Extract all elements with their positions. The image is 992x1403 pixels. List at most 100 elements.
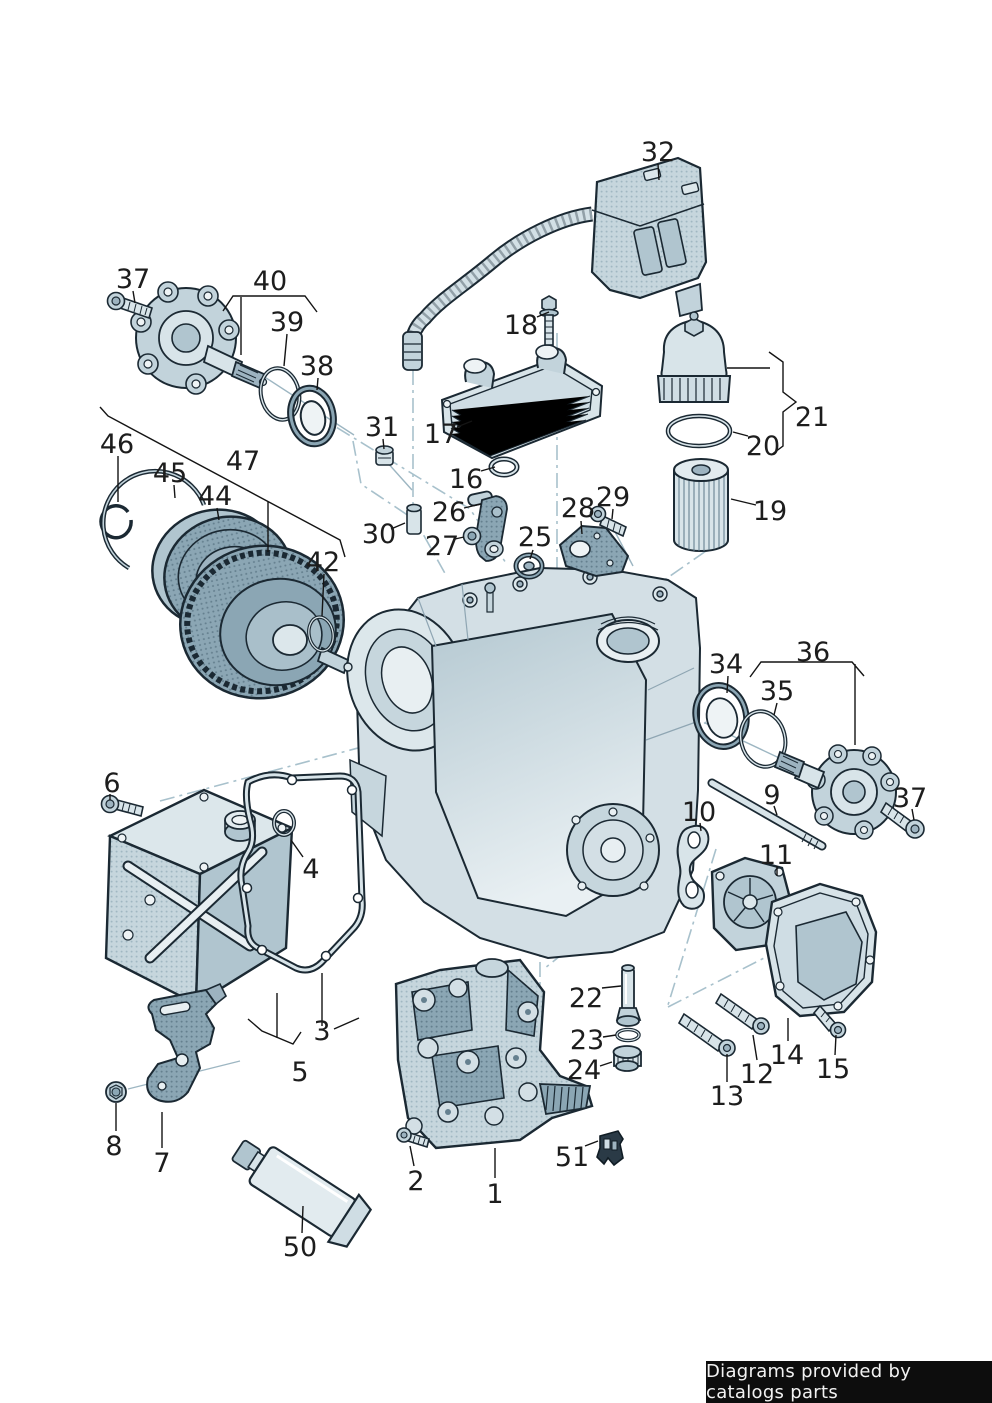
- callout-42[interactable]: 42: [306, 547, 340, 578]
- callout-37[interactable]: 37: [116, 264, 150, 295]
- callout-14[interactable]: 14: [770, 1040, 804, 1071]
- callout-39[interactable]: 39: [270, 307, 304, 338]
- callout-13[interactable]: 13: [710, 1081, 744, 1112]
- callout-1[interactable]: 1: [486, 1179, 503, 1210]
- output-flange-left: [130, 281, 268, 395]
- callout-32[interactable]: 32: [641, 137, 675, 168]
- callout-46[interactable]: 46: [100, 429, 134, 460]
- callout-30[interactable]: 30: [362, 519, 396, 550]
- callout-8[interactable]: 8: [105, 1131, 122, 1162]
- leader-line-45: [173, 484, 176, 499]
- cooler-seal-16: [488, 456, 520, 478]
- callout-35[interactable]: 35: [760, 676, 794, 707]
- leader-line-37: [911, 808, 915, 821]
- mechatronic-unit: [402, 156, 708, 371]
- callout-45[interactable]: 45: [153, 458, 187, 489]
- callout-50[interactable]: 50: [283, 1232, 317, 1263]
- dowel-pin-30: [406, 503, 422, 535]
- leader-line-9: [773, 805, 778, 816]
- callout-11[interactable]: 11: [759, 840, 793, 871]
- flange-bolt-37-right: [879, 801, 925, 839]
- callout-26[interactable]: 26: [432, 497, 466, 528]
- oil-cooler: [440, 344, 604, 460]
- case-end-boss: [566, 803, 660, 897]
- callout-7[interactable]: 7: [153, 1148, 170, 1179]
- bracket-21: [727, 351, 798, 456]
- seal-ring-4: [272, 809, 296, 837]
- leader-line-38: [316, 377, 319, 391]
- leader-line-32: [657, 163, 660, 181]
- callout-36[interactable]: 36: [796, 637, 830, 668]
- leader-line-23: [602, 1034, 617, 1038]
- leader-line-29: [611, 508, 614, 520]
- valve-body-grip: [538, 1083, 592, 1116]
- callout-9[interactable]: 9: [763, 780, 780, 811]
- bracket-40: [222, 295, 318, 355]
- clutch-o-ring-42: [307, 615, 335, 653]
- harness-end-fitting: [402, 331, 423, 371]
- callout-25[interactable]: 25: [518, 522, 552, 553]
- callout-17[interactable]: 17: [424, 419, 458, 450]
- cover-bolt-15: [812, 1004, 847, 1039]
- leader-line-15: [834, 1034, 837, 1056]
- callout-37[interactable]: 37: [893, 783, 927, 814]
- output-flange-right: [773, 744, 900, 840]
- filter-o-ring-20: [665, 413, 733, 449]
- lever-nut-27: [462, 526, 482, 546]
- module-foot: [674, 282, 703, 318]
- bracket-lines: [99, 295, 865, 1045]
- callout-2[interactable]: 2: [407, 1166, 424, 1197]
- leader-line-27: [454, 536, 465, 540]
- callout-31[interactable]: 31: [365, 412, 399, 443]
- callout-51[interactable]: 51: [555, 1142, 589, 1173]
- leader-line-16: [480, 466, 496, 472]
- valve-body-bolt-2: [396, 1127, 430, 1149]
- bracket-3: [247, 973, 360, 1045]
- spring-washer-45: [101, 468, 207, 570]
- callout-34[interactable]: 34: [709, 649, 743, 680]
- callout-12[interactable]: 12: [740, 1059, 774, 1090]
- callout-5[interactable]: 5: [291, 1057, 308, 1088]
- callout-22[interactable]: 22: [569, 983, 603, 1014]
- callout-23[interactable]: 23: [570, 1025, 604, 1056]
- callout-16[interactable]: 16: [449, 464, 483, 495]
- leader-line-51: [584, 1140, 599, 1147]
- callout-3[interactable]: 3: [313, 1016, 330, 1047]
- callout-20[interactable]: 20: [746, 431, 780, 462]
- callout-4[interactable]: 4: [302, 854, 319, 885]
- selector-lever-26: [467, 490, 508, 562]
- callout-27[interactable]: 27: [425, 531, 459, 562]
- callout-15[interactable]: 15: [816, 1054, 850, 1085]
- leader-line-18: [536, 311, 550, 318]
- leader-line-37: [132, 290, 136, 304]
- callout-18[interactable]: 18: [504, 310, 538, 341]
- shaft-seal-38: [287, 384, 337, 448]
- leader-line-31: [382, 438, 385, 450]
- oil-filter-cap: [656, 311, 732, 403]
- cover-gasket-3: [237, 771, 366, 974]
- callout-44[interactable]: 44: [198, 481, 232, 512]
- wiring-harness: [403, 206, 594, 361]
- cooler-ports: [463, 344, 568, 389]
- callout-38[interactable]: 38: [300, 351, 334, 382]
- bracket-nut-8: [105, 1081, 127, 1103]
- callout-28[interactable]: 28: [561, 493, 595, 524]
- callout-21[interactable]: 21: [795, 402, 829, 433]
- bracket-bolt-29: [589, 505, 627, 538]
- callout-40[interactable]: 40: [253, 266, 287, 297]
- leader-line-26: [463, 503, 482, 509]
- leader-line-12: [752, 1034, 758, 1061]
- callout-6[interactable]: 6: [103, 768, 120, 799]
- cover-bolt-13: [677, 1012, 736, 1057]
- support-bracket-28: [558, 524, 630, 578]
- screw-plug-24: [612, 1045, 642, 1072]
- callout-10[interactable]: 10: [682, 797, 716, 828]
- callout-47[interactable]: 47: [226, 446, 260, 477]
- leader-line-35: [773, 702, 778, 716]
- callout-19[interactable]: 19: [753, 496, 787, 527]
- callout-29[interactable]: 29: [596, 482, 630, 513]
- callout-24[interactable]: 24: [567, 1055, 601, 1086]
- leader-line-50: [301, 1205, 304, 1234]
- pipe-seal-23: [615, 1027, 641, 1043]
- filter-element-19: [673, 458, 729, 552]
